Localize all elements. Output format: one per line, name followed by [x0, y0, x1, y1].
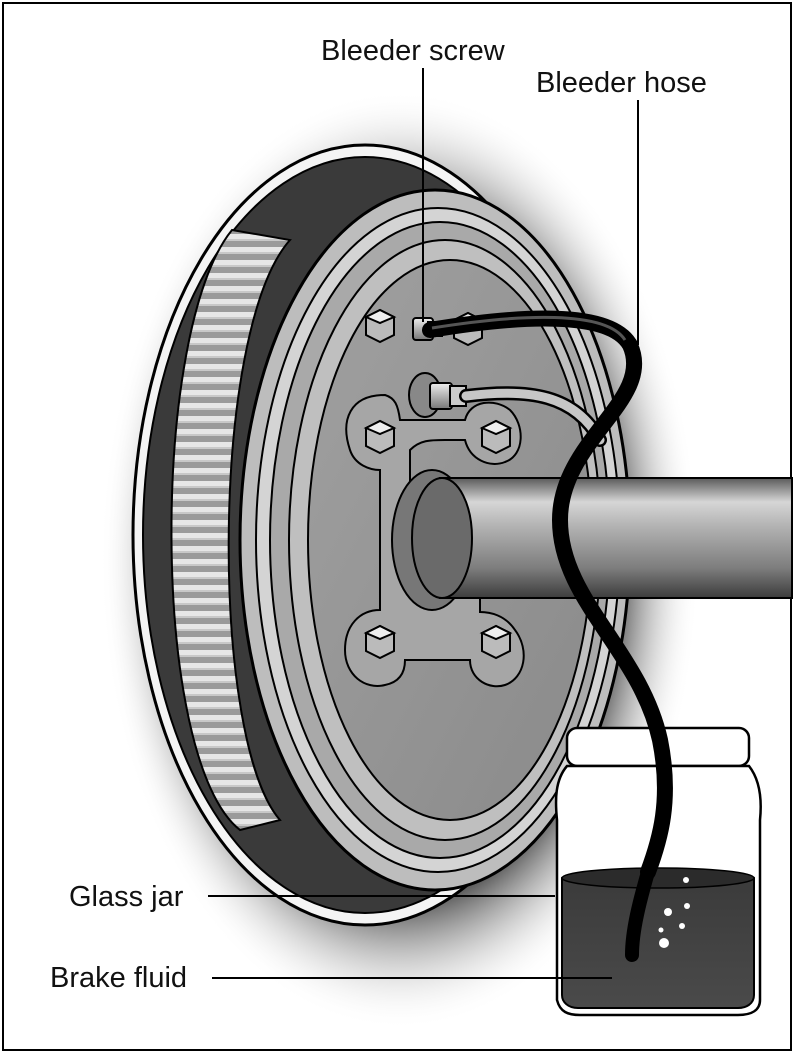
bleeder-screw-label: Bleeder screw [321, 35, 506, 67]
axle-housing [439, 477, 793, 599]
hose-highlight [431, 315, 627, 341]
brake-fluid-label: Brake fluid [50, 962, 187, 994]
glass-jar-label: Glass jar [69, 881, 184, 913]
drum-cooling-fins [170, 228, 292, 832]
bleeder-hose-label: Bleeder hose [536, 67, 707, 99]
brake-fluid-liquid [561, 869, 755, 1009]
fluid-surface [561, 867, 755, 889]
glass-jar [554, 726, 762, 1017]
bleeder-hose-submerged [625, 865, 655, 962]
axle-end [411, 477, 473, 599]
brake-line [461, 388, 605, 445]
air-bubbles [658, 877, 690, 948]
